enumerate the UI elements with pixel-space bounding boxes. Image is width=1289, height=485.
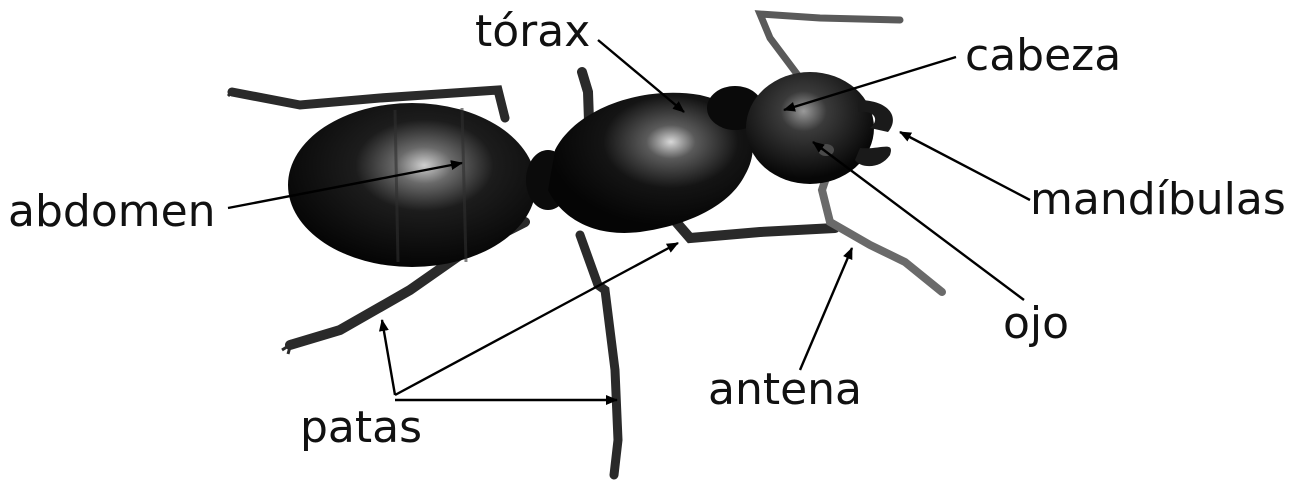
leg-front	[670, 215, 835, 238]
ant-eye	[818, 144, 834, 156]
arrow-patas-left	[382, 320, 395, 395]
label-antena: antena	[708, 364, 862, 415]
label-ojo: ojo	[1003, 298, 1069, 349]
label-mandibulas: mandíbulas	[1030, 174, 1286, 225]
antenna-upper	[760, 14, 900, 78]
arrow-antena	[800, 248, 852, 370]
label-cabeza: cabeza	[965, 30, 1121, 81]
leg-middle	[580, 235, 618, 475]
label-abdomen: abdomen	[8, 186, 216, 237]
arrow-mandibulas	[900, 132, 1030, 200]
ant-abdomen	[288, 103, 536, 267]
label-torax: tórax	[475, 6, 590, 57]
label-patas: patas	[300, 402, 422, 453]
